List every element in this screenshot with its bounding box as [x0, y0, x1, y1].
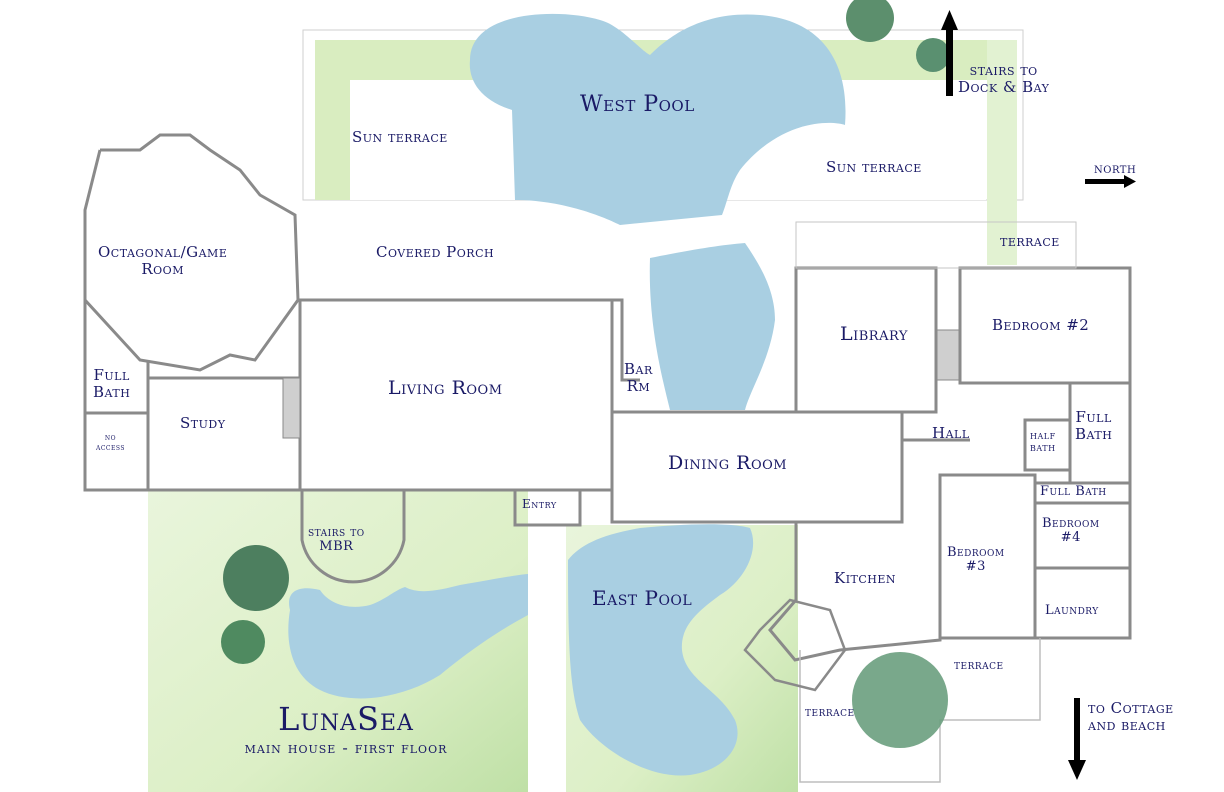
full-bath-east-line2: Bath — [1075, 424, 1113, 443]
trees — [221, 0, 950, 748]
label-terrace-north: terrace — [1000, 232, 1060, 250]
bar-line1: Bar — [624, 360, 653, 378]
label-living-room: Living Room — [388, 377, 503, 399]
label-hall: Hall — [932, 424, 970, 442]
label-no-access: no access — [96, 433, 126, 454]
plan-title-name: LunaSea — [278, 700, 414, 738]
label-dining-room: Dining Room — [668, 452, 788, 474]
label-full-bath-east: Full Bath — [1075, 409, 1112, 442]
stairs-mbr-line1: stairs to — [308, 525, 365, 540]
full-bath-west-line1: Full — [93, 366, 130, 384]
label-study: Study — [180, 414, 226, 432]
no-access-line1: no — [104, 433, 117, 443]
fireplace-library — [936, 329, 960, 381]
label-sun-terrace-west: Sun terrace — [352, 128, 448, 146]
east-pool — [568, 524, 754, 776]
label-sun-terrace-east: Sun terrace — [826, 158, 922, 176]
stairs-mbr-line2: MBR — [319, 539, 354, 555]
label-bedroom-4: Bedroom #4 — [1042, 516, 1100, 546]
dock-line2: Dock & Bay — [958, 77, 1050, 96]
arrows — [941, 10, 1136, 780]
label-stairs-mbr: stairs to MBR — [308, 525, 365, 555]
west-pool — [469, 13, 846, 226]
label-kitchen: Kitchen — [834, 569, 897, 587]
half-bath-line2: bath — [1030, 441, 1056, 455]
north-terrace-outline — [795, 221, 1077, 269]
label-full-bath-lower: Full Bath — [1040, 484, 1107, 499]
label-terrace-east: terrace — [954, 658, 1004, 673]
label-to-cottage: to Cottage and beach — [1088, 700, 1174, 733]
label-half-bath: half bath — [1030, 429, 1056, 455]
fireplace — [282, 377, 301, 439]
label-octagonal-room: Octagonal/Game Room — [98, 244, 227, 277]
label-library: Library — [840, 323, 908, 345]
label-laundry: Laundry — [1045, 603, 1099, 618]
label-full-bath-west: Full Bath — [93, 367, 130, 400]
label-entry: Entry — [522, 497, 557, 511]
cottage-line2: and beach — [1088, 715, 1166, 734]
label-east-pool: East Pool — [592, 586, 693, 610]
half-bath-line1: half — [1030, 429, 1056, 442]
bar-line2: Rm — [626, 376, 651, 395]
full-bath-east-line1: Full — [1075, 408, 1112, 426]
label-west-pool: West Pool — [580, 92, 695, 117]
label-bar-room: Bar Rm — [624, 361, 653, 394]
label-stairs-dock: stairs to Dock & Bay — [958, 62, 1049, 95]
bedroom4-line1: Bedroom — [1042, 516, 1100, 531]
bedroom4-line2: #4 — [1060, 530, 1081, 546]
label-bedroom-3: Bedroom #3 — [947, 545, 1005, 575]
no-access-line2: access — [96, 442, 126, 453]
label-bedroom-2: Bedroom #2 — [992, 316, 1090, 334]
octagonal-line2: Room — [141, 259, 184, 278]
label-covered-porch: Covered Porch — [376, 243, 495, 261]
plan-title-subtitle: main house - first floor — [244, 738, 448, 757]
full-bath-west-line2: Bath — [93, 382, 131, 401]
middle-pool — [649, 243, 775, 410]
plan-title: LunaSea main house - first floor — [196, 700, 496, 757]
label-north: NORTH — [1094, 165, 1137, 176]
cottage-line1: to Cottage — [1088, 699, 1174, 717]
label-terrace-south: terrace — [805, 705, 855, 720]
dock-line1: stairs to — [969, 61, 1038, 79]
octagonal-line1: Octagonal/Game — [98, 243, 228, 261]
southwest-pool — [288, 574, 528, 699]
bedroom3-line1: Bedroom — [947, 545, 1005, 560]
bedroom3-line2: #3 — [965, 559, 986, 575]
